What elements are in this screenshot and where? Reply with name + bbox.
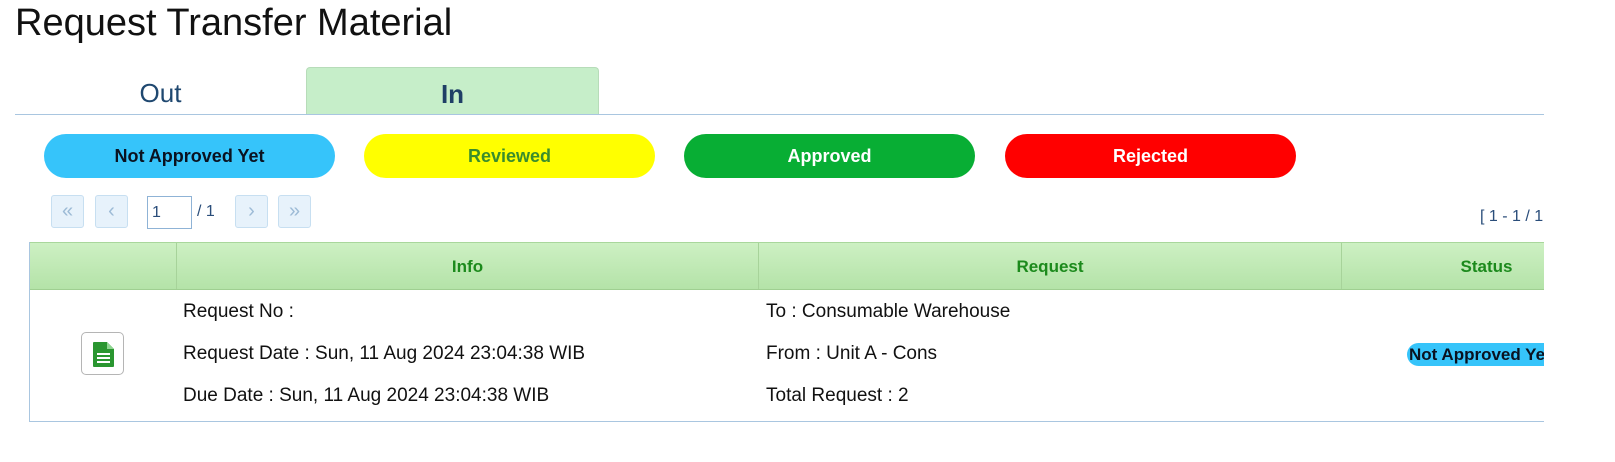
tab-out[interactable]: Out bbox=[139, 78, 182, 108]
column-header-action bbox=[30, 243, 176, 289]
total-request-value: 2 bbox=[898, 385, 909, 406]
request-to-label: To : bbox=[766, 301, 797, 322]
double-chevron-right-icon: » bbox=[288, 200, 301, 222]
request-table: Info Request Status Request No : Request… bbox=[29, 242, 1615, 422]
chevron-right-icon: › bbox=[248, 200, 255, 222]
request-no-label: Request No : bbox=[183, 301, 294, 322]
request-date-value: Sun, 11 Aug 2024 23:04:38 WIB bbox=[315, 343, 586, 364]
request-no: Request No : bbox=[183, 301, 294, 323]
next-page-button[interactable]: › bbox=[235, 195, 268, 228]
due-date: Due Date : Sun, 11 Aug 2024 23:04:38 WIB bbox=[183, 385, 549, 407]
previous-page-button[interactable]: ‹ bbox=[95, 195, 128, 228]
document-icon bbox=[93, 342, 114, 367]
chevron-left-icon: ‹ bbox=[108, 200, 115, 222]
page-number-input[interactable] bbox=[147, 196, 192, 229]
due-date-label: Due Date : bbox=[183, 385, 274, 406]
column-header-request[interactable]: Request bbox=[758, 243, 1341, 289]
viewport-edge bbox=[1544, 0, 1615, 462]
double-chevron-left-icon: « bbox=[61, 200, 74, 222]
filter-rejected-button[interactable]: Rejected bbox=[1005, 134, 1296, 178]
page-title: Request Transfer Material bbox=[15, 2, 453, 44]
tab-in[interactable]: In bbox=[306, 67, 599, 114]
request-from-label: From : bbox=[766, 343, 821, 364]
due-date-value: Sun, 11 Aug 2024 23:04:38 WIB bbox=[279, 385, 550, 406]
request-to: To : Consumable Warehouse bbox=[766, 301, 1010, 323]
request-from: From : Unit A - Cons bbox=[766, 343, 937, 365]
total-pages-label: / 1 bbox=[197, 203, 215, 220]
last-page-button[interactable]: » bbox=[278, 195, 311, 228]
status-badge: Not Approved Yet bbox=[1407, 343, 1561, 366]
column-header-info[interactable]: Info bbox=[176, 243, 758, 289]
column-header-status[interactable]: Status bbox=[1341, 243, 1615, 289]
table-header: Info Request Status bbox=[30, 242, 1615, 290]
filter-reviewed-button[interactable]: Reviewed bbox=[364, 134, 655, 178]
view-request-button[interactable] bbox=[81, 332, 124, 375]
filter-not-approved-yet-button[interactable]: Not Approved Yet bbox=[44, 134, 335, 178]
total-request: Total Request : 2 bbox=[766, 385, 909, 407]
request-to-value: Consumable Warehouse bbox=[801, 301, 1011, 322]
first-page-button[interactable]: « bbox=[51, 195, 84, 228]
tab-bar: Out In bbox=[15, 67, 1545, 115]
request-date-label: Request Date : bbox=[183, 343, 310, 364]
request-date: Request Date : Sun, 11 Aug 2024 23:04:38… bbox=[183, 343, 585, 365]
record-range-label: [ 1 - 1 / 1 bbox=[1480, 208, 1544, 225]
filter-approved-button[interactable]: Approved bbox=[684, 134, 975, 178]
total-request-label: Total Request : bbox=[766, 385, 893, 406]
request-from-value: Unit A - Cons bbox=[826, 343, 938, 364]
